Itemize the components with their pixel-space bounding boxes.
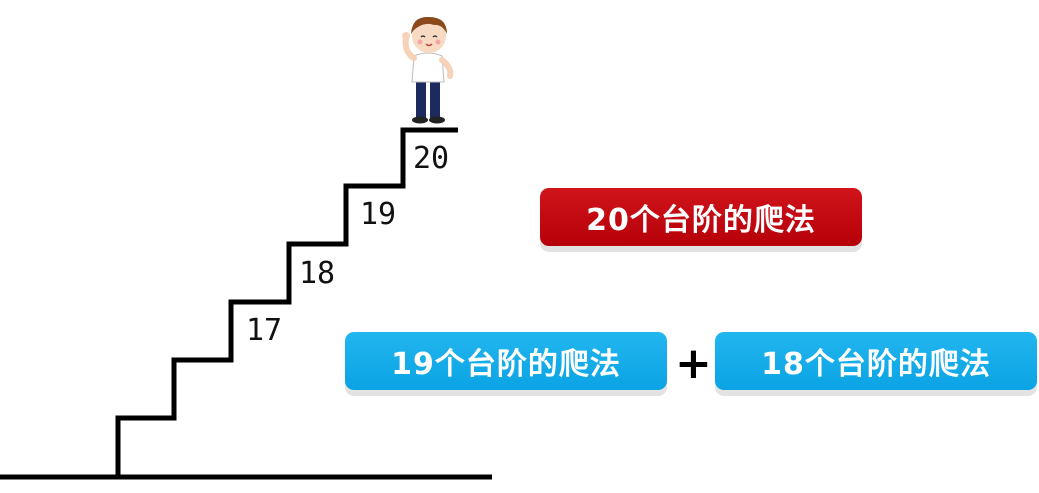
plus-operator: + (675, 338, 712, 389)
step-label-19: 19 (360, 197, 397, 232)
step-label-17: 17 (246, 313, 283, 348)
target-ways-label: 20个台阶的爬法 (586, 203, 816, 238)
term-a-ways-label: 19个台阶的爬法 (391, 347, 621, 382)
step-label-18: 18 (299, 256, 336, 291)
boy-character-icon (402, 16, 454, 124)
term-b-ways-label: 18个台阶的爬法 (761, 347, 991, 382)
target-ways-badge: 20个台阶的爬法 (540, 188, 862, 246)
term-b-ways-badge: 18个台阶的爬法 (715, 332, 1037, 390)
term-a-ways-badge: 19个台阶的爬法 (345, 332, 667, 390)
step-label-20: 20 (413, 141, 450, 176)
staircase-outline (115, 127, 458, 477)
